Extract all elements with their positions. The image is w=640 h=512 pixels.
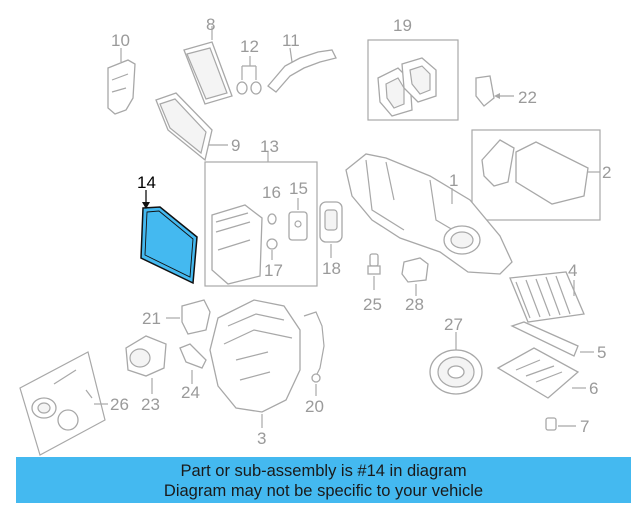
group-box-2 bbox=[471, 129, 601, 221]
part-16[interactable] bbox=[267, 213, 277, 225]
callout-27: 27 bbox=[444, 315, 463, 334]
group-box-19 bbox=[367, 39, 459, 121]
part-23[interactable] bbox=[125, 335, 167, 394]
callout-18: 18 bbox=[322, 259, 341, 278]
part-19[interactable] bbox=[377, 57, 437, 117]
part-27[interactable] bbox=[429, 332, 483, 395]
callout-5: 5 bbox=[597, 343, 606, 362]
part-26[interactable] bbox=[31, 369, 108, 431]
callout-10: 10 bbox=[111, 31, 130, 50]
callout-9: 9 bbox=[231, 136, 240, 155]
part-12[interactable] bbox=[236, 56, 262, 95]
part-7[interactable] bbox=[545, 417, 576, 431]
part-6[interactable] bbox=[496, 347, 586, 399]
callout-23: 23 bbox=[141, 395, 160, 414]
callout-26: 26 bbox=[110, 395, 129, 414]
part-9[interactable] bbox=[155, 92, 228, 162]
group-box-13 bbox=[204, 161, 318, 287]
part-22[interactable] bbox=[475, 75, 514, 107]
callout-20: 20 bbox=[305, 397, 324, 416]
parts-diagram: 1 2 3 4 5 6 7 8 9 10 11 12 13 14 15 16 1… bbox=[19, 15, 611, 456]
part-17[interactable] bbox=[266, 238, 278, 260]
callout-12: 12 bbox=[240, 37, 259, 56]
part-15[interactable] bbox=[288, 198, 308, 241]
group-box-26 bbox=[19, 351, 106, 456]
part-3[interactable] bbox=[209, 299, 301, 428]
callout-19: 19 bbox=[393, 16, 412, 35]
part-20[interactable] bbox=[303, 311, 325, 396]
info-banner: Part or sub-assembly is #14 in diagram D… bbox=[16, 457, 631, 503]
part-14-highlighted[interactable] bbox=[140, 190, 198, 285]
callout-4: 4 bbox=[568, 261, 577, 280]
callout-28: 28 bbox=[405, 295, 424, 314]
callout-8: 8 bbox=[206, 15, 215, 34]
callout-14: 14 bbox=[137, 173, 156, 192]
callout-16: 16 bbox=[262, 183, 281, 202]
callout-11: 11 bbox=[282, 31, 300, 50]
callout-17: 17 bbox=[264, 261, 283, 280]
callout-13: 13 bbox=[260, 137, 279, 156]
callout-15: 15 bbox=[289, 179, 308, 198]
part-8[interactable] bbox=[183, 26, 233, 105]
part-5[interactable] bbox=[510, 321, 594, 357]
part-4[interactable] bbox=[509, 271, 585, 323]
part-11[interactable] bbox=[267, 47, 337, 93]
callout-24: 24 bbox=[181, 383, 200, 402]
callout-3: 3 bbox=[257, 429, 266, 448]
callout-22: 22 bbox=[518, 88, 537, 107]
part-2[interactable] bbox=[481, 139, 600, 205]
part-13[interactable] bbox=[211, 152, 269, 285]
callout-25: 25 bbox=[363, 295, 382, 314]
part-28[interactable] bbox=[401, 257, 429, 296]
part-1[interactable] bbox=[345, 153, 513, 275]
part-24[interactable] bbox=[179, 343, 207, 384]
callout-7: 7 bbox=[580, 417, 589, 436]
part-25[interactable] bbox=[367, 253, 381, 290]
banner-line-2: Diagram may not be specific to your vehi… bbox=[163, 482, 484, 500]
part-18[interactable] bbox=[319, 201, 343, 258]
callout-2: 2 bbox=[602, 163, 611, 182]
callout-6: 6 bbox=[589, 379, 598, 398]
part-10[interactable] bbox=[107, 48, 136, 115]
callout-1: 1 bbox=[449, 171, 458, 190]
part-21[interactable] bbox=[166, 299, 211, 335]
callout-21: 21 bbox=[142, 309, 161, 328]
banner-line-1: Part or sub-assembly is #14 in diagram bbox=[180, 462, 467, 480]
